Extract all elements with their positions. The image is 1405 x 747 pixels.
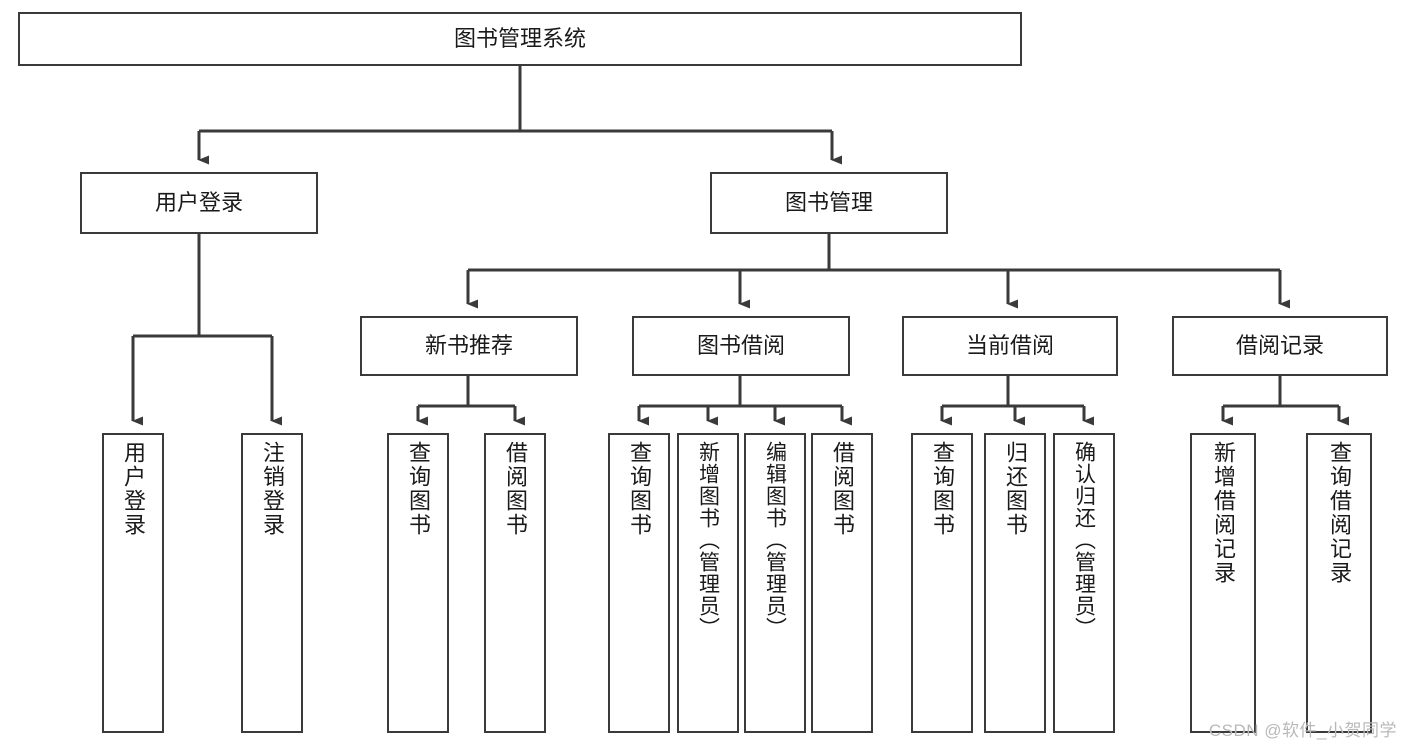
node-leaf-logout[interactable]: 注销登录 (241, 433, 303, 733)
node-label: 查询借阅记录 (1327, 441, 1352, 585)
node-label: 新书推荐 (424, 333, 513, 359)
node-label: 借阅图书 (503, 441, 528, 537)
node-leaf-edit-book[interactable]: 编辑图书（管理员） (744, 433, 806, 733)
node-leaf-confirm-return[interactable]: 确认归还（管理员） (1053, 433, 1115, 733)
node-borrow-record[interactable]: 借阅记录 (1172, 316, 1388, 376)
node-leaf-query-book-1[interactable]: 查询图书 (387, 433, 449, 733)
node-label: 确认归还（管理员） (1072, 441, 1096, 639)
node-label: 当前借阅 (965, 333, 1054, 359)
node-label: 借阅图书 (830, 441, 855, 537)
node-label: 新增图书（管理员） (696, 441, 720, 639)
node-leaf-query-book-2[interactable]: 查询图书 (608, 433, 670, 733)
node-label: 图书管理 (784, 190, 873, 216)
node-label: 查询图书 (930, 441, 955, 537)
node-label: 注销登录 (260, 441, 285, 537)
node-book-manage[interactable]: 图书管理 (710, 172, 948, 234)
node-book-borrow[interactable]: 图书借阅 (632, 316, 850, 376)
node-leaf-query-book-3[interactable]: 查询图书 (911, 433, 973, 733)
watermark-text: CSDN @软件_小贺同学 (1208, 721, 1397, 740)
node-leaf-add-book[interactable]: 新增图书（管理员） (677, 433, 739, 733)
node-label: 图书借阅 (696, 333, 785, 359)
node-label: 用户登录 (121, 441, 146, 537)
node-leaf-return-book[interactable]: 归还图书 (984, 433, 1046, 733)
node-leaf-borrow-book-1[interactable]: 借阅图书 (484, 433, 546, 733)
node-leaf-query-record[interactable]: 查询借阅记录 (1306, 433, 1372, 733)
node-leaf-add-record[interactable]: 新增借阅记录 (1190, 433, 1256, 733)
node-label: 查询图书 (406, 441, 431, 537)
node-leaf-borrow-book-2[interactable]: 借阅图书 (811, 433, 873, 733)
node-label: 新增借阅记录 (1211, 441, 1236, 585)
node-label: 查询图书 (627, 441, 652, 537)
node-label: 归还图书 (1003, 441, 1028, 537)
node-label: 借阅记录 (1235, 333, 1324, 359)
node-leaf-user-login[interactable]: 用户登录 (102, 433, 164, 733)
node-current-borrow[interactable]: 当前借阅 (902, 316, 1118, 376)
node-new-book-recommend[interactable]: 新书推荐 (360, 316, 578, 376)
node-label: 编辑图书（管理员） (763, 441, 787, 639)
node-user-login[interactable]: 用户登录 (80, 172, 318, 234)
node-label: 用户登录 (154, 190, 243, 216)
node-root-system[interactable]: 图书管理系统 (18, 12, 1022, 66)
node-label: 图书管理系统 (453, 26, 586, 52)
